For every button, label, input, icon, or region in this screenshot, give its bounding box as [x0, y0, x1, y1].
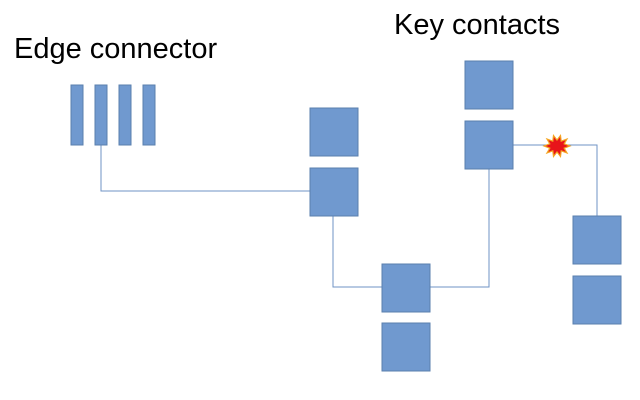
contact-pad-bottom	[572, 275, 622, 325]
trace-contact-1-to-contact-3	[332, 216, 382, 288]
connector-finger	[118, 84, 132, 146]
contact-pad-top	[309, 107, 359, 157]
contact-pad-top	[572, 215, 622, 265]
connector-finger	[70, 84, 84, 146]
contact-pad-top	[381, 263, 431, 313]
trace-fault-to-contact-4	[568, 144, 598, 216]
key-contact-pair-4	[572, 215, 622, 325]
connector-finger	[94, 84, 108, 146]
traces	[100, 144, 598, 288]
trace-contact-3-to-contact-2	[430, 168, 490, 288]
edge-connector	[70, 84, 156, 146]
contact-pad-bottom	[309, 167, 359, 217]
key-contact-pair-1	[309, 107, 359, 217]
spark-icon	[542, 133, 572, 159]
key-contact-pair-2	[464, 60, 514, 170]
key-contact-pair-3	[381, 263, 431, 372]
trace-connector-to-contact-1	[100, 145, 310, 192]
edge-connector-label: Edge connector	[14, 33, 217, 65]
contact-pad-bottom	[381, 322, 431, 372]
contact-pad-top	[464, 60, 514, 110]
key-contacts-label: Key contacts	[394, 9, 560, 41]
contact-pad-bottom	[464, 120, 514, 170]
connector-finger	[142, 84, 156, 146]
